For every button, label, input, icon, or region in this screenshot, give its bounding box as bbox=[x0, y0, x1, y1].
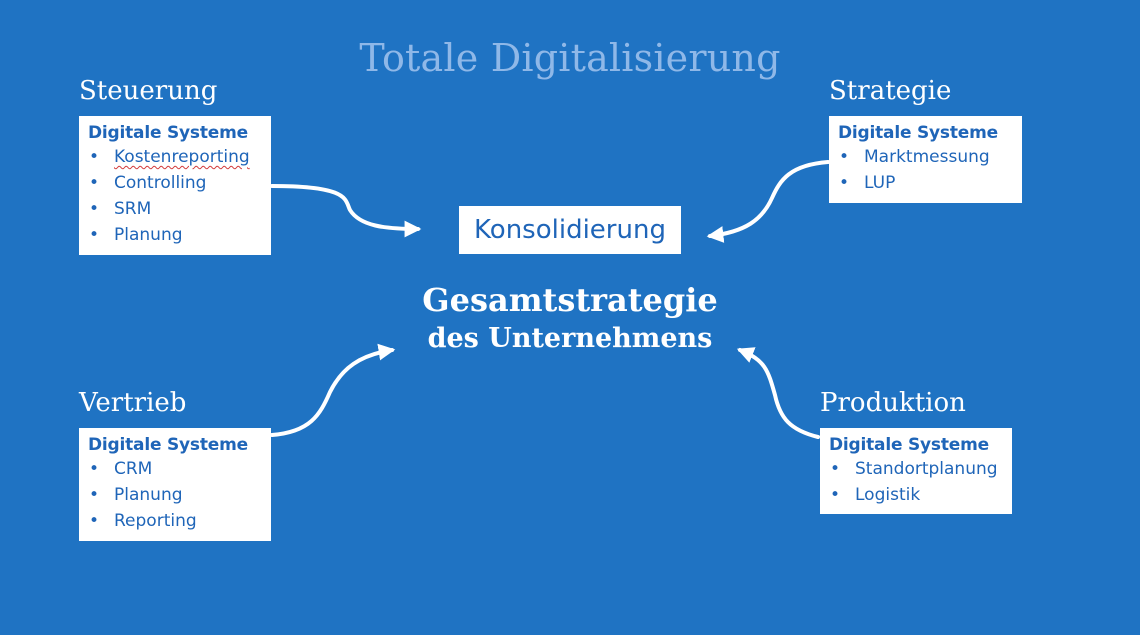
list-item-label: Kostenreporting bbox=[114, 147, 250, 167]
list-item-label: Logistik bbox=[855, 485, 921, 505]
list-item: • Planung bbox=[88, 482, 263, 508]
box-heading: Digitale Systeme bbox=[88, 123, 248, 143]
list-item-label: CRM bbox=[114, 459, 153, 479]
list-item-label: Planung bbox=[114, 485, 183, 505]
list-item: • Logistik bbox=[829, 482, 1004, 508]
systems-box-vertrieb: Digitale Systeme • CRM • Planung • Reportin… bbox=[79, 428, 271, 541]
section-label-produktion: Produktion bbox=[820, 388, 966, 418]
bullet-icon: • bbox=[839, 173, 850, 193]
bullet-icon: • bbox=[89, 147, 100, 167]
box-heading: Digitale Systeme bbox=[829, 435, 989, 455]
arrow-produktion bbox=[736, 347, 820, 439]
bullet-icon: • bbox=[89, 459, 100, 479]
list-item: • Standortplanung bbox=[829, 456, 1004, 482]
list-item-label: Standortplanung bbox=[855, 459, 998, 479]
bullet-icon: • bbox=[89, 173, 100, 193]
section-label-steuerung: Steuerung bbox=[79, 76, 218, 106]
list-item: • Marktmessung bbox=[838, 144, 1014, 170]
arrow-vertrieb bbox=[270, 343, 396, 437]
center-heading-line1: Gesamtstrategie bbox=[422, 281, 718, 319]
list-item-label: Marktmessung bbox=[864, 147, 990, 167]
list-item: • CRM bbox=[88, 456, 263, 482]
bullet-icon: • bbox=[89, 485, 100, 505]
section-label-vertrieb: Vertrieb bbox=[79, 388, 187, 418]
list-item-label: Planung bbox=[114, 225, 183, 245]
systems-list: • Standortplanung • Logistik bbox=[829, 456, 1004, 508]
bullet-icon: • bbox=[839, 147, 850, 167]
list-item-label: SRM bbox=[114, 199, 152, 219]
systems-box-produktion: Digitale Systeme • Standortplanung • Logis… bbox=[820, 428, 1012, 514]
list-item-label: LUP bbox=[864, 173, 896, 193]
list-item: • LUP bbox=[838, 170, 1014, 196]
list-item-label: Controlling bbox=[114, 173, 207, 193]
bullet-icon: • bbox=[89, 199, 100, 219]
bullet-icon: • bbox=[830, 485, 841, 505]
bullet-icon: • bbox=[89, 511, 100, 531]
center-heading-line2: des Unternehmens bbox=[427, 323, 713, 354]
arrow-steuerung bbox=[270, 184, 422, 238]
bullet-icon: • bbox=[89, 225, 100, 245]
systems-list: • Marktmessung • LUP bbox=[838, 144, 1014, 196]
section-label-strategie: Strategie bbox=[829, 76, 952, 106]
list-item: • Kostenreporting bbox=[88, 144, 263, 170]
systems-box-strategie: Digitale Systeme • Marktmessung • LUP bbox=[829, 116, 1022, 203]
systems-list: • Kostenreporting • Controlling • SRM • Plan… bbox=[88, 144, 263, 248]
systems-box-steuerung: Digitale Systeme • Kostenreporting • Contr… bbox=[79, 116, 271, 255]
systems-list: • CRM • Planung • Reporting bbox=[88, 456, 263, 534]
konsolidierung-box: Konsolidierung bbox=[459, 206, 681, 254]
arrow-strategie bbox=[706, 160, 830, 243]
center-heading: Gesamtstrategie des Unternehmens bbox=[370, 280, 770, 358]
list-item: • Reporting bbox=[88, 508, 263, 534]
list-item: • Controlling bbox=[88, 170, 263, 196]
box-heading: Digitale Systeme bbox=[88, 435, 248, 455]
bullet-icon: • bbox=[830, 459, 841, 479]
list-item: • SRM bbox=[88, 196, 263, 222]
list-item: • Planung bbox=[88, 222, 263, 248]
box-heading: Digitale Systeme bbox=[838, 123, 998, 143]
list-item-label: Reporting bbox=[114, 511, 197, 531]
slide-title: Totale Digitalisierung bbox=[359, 36, 781, 80]
